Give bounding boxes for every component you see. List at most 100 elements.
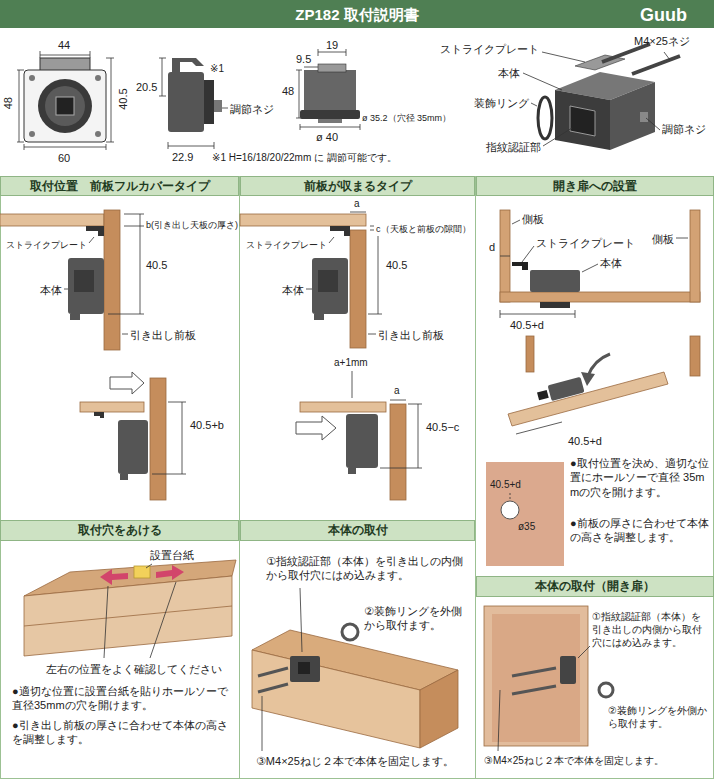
cabinet-section xyxy=(486,462,564,566)
drawer-section xyxy=(74,270,94,292)
exploded-view xyxy=(538,44,680,150)
part-label: 44 xyxy=(58,38,70,52)
board-illustration xyxy=(252,624,458,748)
dimension-line xyxy=(17,142,24,143)
leader-line xyxy=(664,52,670,60)
side-view xyxy=(168,72,204,132)
part-label: 40.5 xyxy=(386,258,407,272)
side-view xyxy=(168,58,228,132)
dimension-line xyxy=(64,214,186,474)
part-label: 40.5+d xyxy=(510,318,544,332)
part-label: 調節ネジ xyxy=(230,102,274,116)
leader-line xyxy=(498,690,500,751)
dimension-line xyxy=(168,402,186,403)
part-label: b(引き出し天板の厚さ) xyxy=(146,220,238,232)
dimension-line xyxy=(111,58,112,142)
part-label: 40.5+b xyxy=(190,418,224,432)
cabinet-illustration xyxy=(512,686,556,694)
dimension-line xyxy=(516,422,562,434)
cabinet-section xyxy=(548,377,585,401)
drawer-illustration xyxy=(134,566,150,578)
dimension-line xyxy=(390,400,406,401)
dimension-line xyxy=(300,127,360,128)
board-illustration xyxy=(342,624,358,640)
drawer-section xyxy=(70,314,80,320)
drawer-section xyxy=(120,474,128,480)
drawer-section xyxy=(296,416,336,440)
part-label: 48 xyxy=(1,97,15,109)
part-label: a xyxy=(394,384,400,397)
part-label: 本体 xyxy=(498,66,520,80)
dimension-line xyxy=(17,70,24,71)
cabinet-section xyxy=(690,210,700,302)
note-text: ①指紋認証部（本体）を引き出しの内側から取付穴にはめ込みます。 xyxy=(592,610,710,649)
dimension-line xyxy=(318,52,346,53)
dimension-line xyxy=(106,142,114,143)
part-label: 本体 xyxy=(40,283,62,297)
cabinet-illustration xyxy=(492,614,580,742)
dimension-line xyxy=(159,58,166,59)
cabinet-section xyxy=(690,336,700,376)
board-illustration xyxy=(298,662,310,674)
part-label: 本体 xyxy=(600,256,622,270)
dimension-line xyxy=(124,214,144,215)
part-label: 40.5+d xyxy=(490,478,521,491)
part-label: 引き出し前板 xyxy=(130,328,196,342)
part-label: d xyxy=(489,240,495,254)
cabinet-section xyxy=(540,302,570,308)
part-label: ③M4×25ねじ２本で本体を固定します。 xyxy=(484,754,664,767)
dimension-line xyxy=(24,144,25,150)
part-label: 側板 xyxy=(652,232,674,246)
exploded-view xyxy=(538,97,552,139)
cabinet-section xyxy=(537,390,549,400)
front-view xyxy=(56,97,74,115)
note-text: ②装飾リングを外側から取付ます。 xyxy=(364,604,470,633)
leader-line xyxy=(146,564,152,568)
side-view xyxy=(204,80,214,124)
part-label: ストライクプレート xyxy=(536,236,635,250)
leader-line xyxy=(104,564,176,658)
cabinet-section xyxy=(508,372,668,426)
dimension-line xyxy=(500,314,575,315)
header-text: 本体の取付（開き扉） xyxy=(535,578,655,595)
dimension-line xyxy=(370,226,374,227)
part-label: 左右の位置をよく確認してください xyxy=(46,662,222,676)
exploded-view xyxy=(570,106,595,136)
cabinet-illustration xyxy=(484,606,588,746)
exploded-view xyxy=(555,90,610,150)
part-label: 側板 xyxy=(522,212,544,226)
part-label: 本体 xyxy=(282,283,304,297)
part-label: ø35 xyxy=(518,520,535,533)
drawer-section xyxy=(300,402,386,412)
dimension-line xyxy=(24,147,106,148)
dimension-line xyxy=(89,237,94,243)
dimension-line xyxy=(17,49,360,150)
dimension-line xyxy=(106,144,107,150)
front-view xyxy=(40,58,90,71)
dimension-line xyxy=(575,310,576,318)
part-label: 20.5 xyxy=(136,80,157,94)
section-header: 取付穴をあける xyxy=(0,520,239,541)
drawer-illustration xyxy=(24,560,236,656)
panel-frame xyxy=(239,176,240,779)
dimension-line xyxy=(512,220,520,224)
dimension-line xyxy=(368,334,376,335)
leader-line xyxy=(531,103,537,106)
dimension-line xyxy=(19,70,20,142)
part-label: 装飾リング xyxy=(474,96,529,110)
top-view xyxy=(318,119,342,123)
dimension-line xyxy=(300,124,301,130)
drawer-section xyxy=(318,270,338,292)
leader-line xyxy=(578,646,590,658)
leader-line xyxy=(498,646,590,751)
part-label: 40.5 xyxy=(116,88,130,109)
dimension-line xyxy=(124,226,144,227)
top-view xyxy=(300,110,360,119)
dimension-line xyxy=(368,314,382,315)
dimension-line xyxy=(214,142,215,149)
dimension-line xyxy=(106,58,114,59)
part-label: M4×25ネジ xyxy=(634,34,690,48)
cabinet-illustration xyxy=(512,668,556,676)
side-view xyxy=(222,108,228,109)
section-header: 取付位置 前板フルカバータイプ xyxy=(0,176,239,196)
